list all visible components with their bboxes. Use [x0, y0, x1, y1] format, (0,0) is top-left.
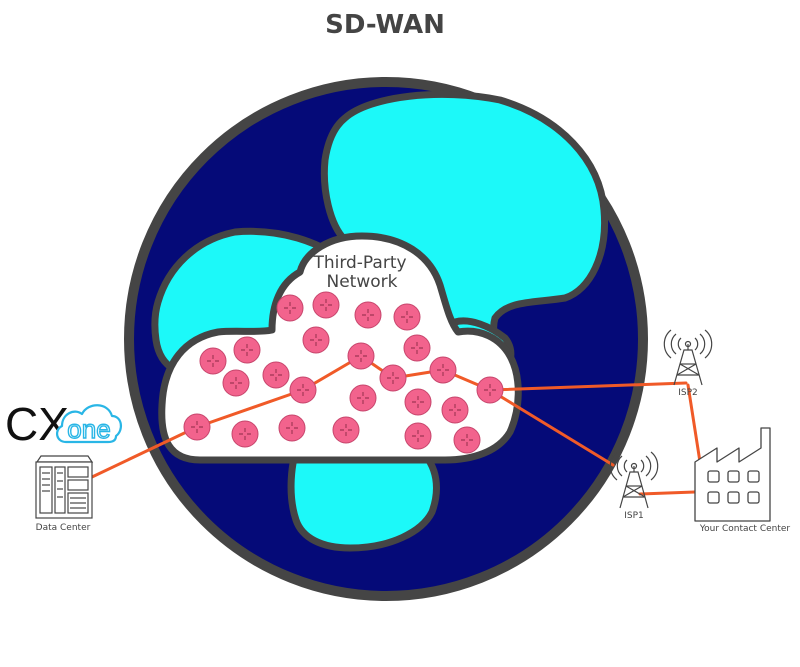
router-icon [262, 361, 290, 389]
cloud-label-line1: Third-Party [312, 253, 406, 273]
link-isp2-to-contact-center [686, 383, 702, 464]
data-center-label: Data Center [36, 523, 91, 533]
cxone-logo-cx: CX [5, 398, 69, 450]
cxone-logo-one: one [67, 414, 110, 444]
link-isp1-to-contact-center [638, 490, 697, 496]
router-icon [312, 291, 340, 319]
cxone-logo-cloud [56, 404, 122, 444]
router-icon [231, 420, 259, 448]
router-icon [276, 294, 304, 322]
router-icon [233, 336, 261, 364]
isp1-tower-icon [609, 451, 659, 509]
page-title: SD-WAN [325, 10, 445, 40]
isp2-label: ISP2 [678, 388, 698, 398]
router-icon [349, 384, 377, 412]
link-datacenter-to-cloud [90, 425, 199, 479]
routers [183, 291, 504, 454]
isp1-label: ISP1 [624, 511, 644, 521]
router-icon [332, 416, 360, 444]
router-icon [278, 414, 306, 442]
router-icon [347, 342, 375, 370]
data-center-icon [35, 455, 94, 519]
router-icon [404, 422, 432, 450]
link-router-to-isp2 [488, 381, 688, 392]
contact-center-label: Your Contact Center [699, 524, 791, 534]
cxone-logo: CX one [5, 398, 122, 450]
router-icon [379, 364, 407, 392]
link-router-to-isp1 [488, 388, 615, 467]
router-icon [453, 426, 481, 454]
router-icon [183, 413, 211, 441]
router-icon [393, 303, 421, 331]
router-icon [404, 388, 432, 416]
router-icon [354, 301, 382, 329]
router-icon [199, 347, 227, 375]
router-icon [403, 334, 431, 362]
router-icon [441, 396, 469, 424]
cloud-label-line2: Network [327, 272, 398, 292]
router-icon [222, 369, 250, 397]
router-icon [429, 356, 457, 384]
router-icon [476, 376, 504, 404]
factory-icon [694, 427, 771, 522]
isp2-tower-icon [663, 329, 713, 386]
router-icon [302, 326, 330, 354]
router-icon [289, 376, 317, 404]
